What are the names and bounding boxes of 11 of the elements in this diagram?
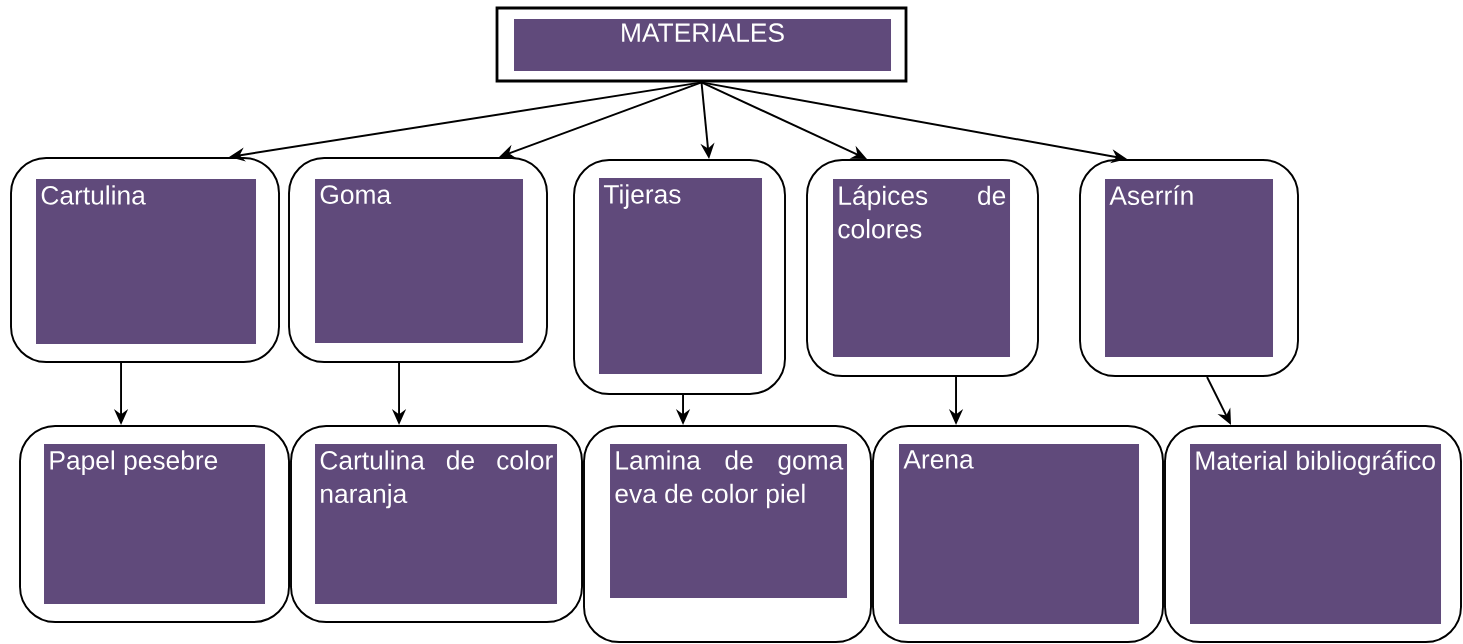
material-box: Goma	[288, 157, 548, 363]
material-box: Aserrín	[1079, 159, 1299, 377]
material-box: Lápices de colores	[806, 159, 1039, 377]
material-box: Material bibliográfico	[1164, 425, 1462, 643]
material-box: Tijeras	[573, 159, 786, 395]
material-box: Papel pesebre	[19, 425, 290, 623]
material-box: Lamina de goma eva de color piel	[583, 425, 872, 643]
material-box: Cartulina	[10, 157, 280, 363]
title-box: MATERIALES	[495, 6, 908, 83]
material-box: Cartulina de color naranja	[290, 425, 583, 623]
material-box: Arena	[872, 425, 1164, 643]
